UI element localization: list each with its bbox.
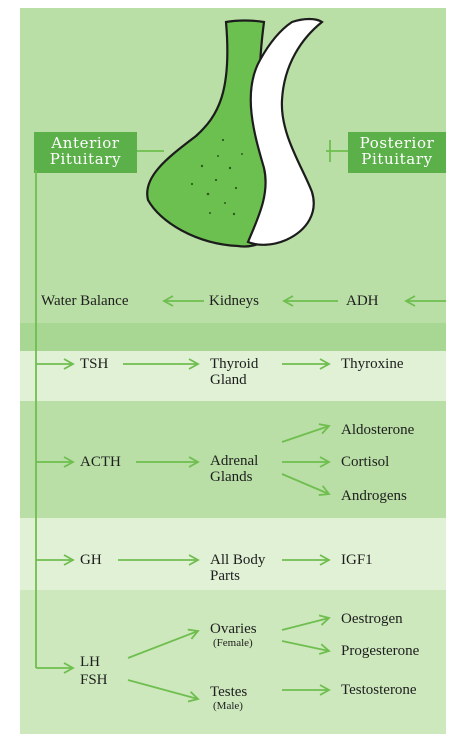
oestrogen-label: Oestrogen [341, 611, 403, 627]
all-body-parts-line1: All Body [210, 552, 265, 568]
thyroxine-label: Thyroxine [341, 356, 403, 372]
kidneys-label: Kidneys [209, 293, 259, 309]
gh-label: GH [80, 552, 102, 568]
progesterone-label: Progesterone [341, 643, 419, 659]
testes-note: (Male) [213, 700, 243, 712]
aldosterone-label: Aldosterone [341, 422, 414, 438]
androgens-label: Androgens [341, 488, 407, 504]
adh-label: ADH [346, 293, 379, 309]
thyroid-gland-line2: Gland [210, 372, 247, 388]
adrenal-glands-line1: Adrenal [210, 453, 258, 469]
testes-label: Testes [210, 684, 247, 700]
lh-label: LH [80, 654, 100, 670]
ovaries-label: Ovaries [210, 621, 257, 637]
adrenal-glands-line2: Glands [210, 469, 253, 485]
all-body-parts-line2: Parts [210, 568, 240, 584]
testosterone-label: Testosterone [341, 682, 417, 698]
igf1-label: IGF1 [341, 552, 373, 568]
cortisol-label: Cortisol [341, 454, 389, 470]
ovaries-note: (Female) [213, 637, 253, 649]
thyroid-gland-line1: Thyroid [210, 356, 258, 372]
acth-label: ACTH [80, 454, 121, 470]
tsh-label: TSH [80, 356, 108, 372]
water-balance-label: Water Balance [41, 293, 129, 309]
diagram-panel: Anterior Pituitary Posterior Pituitary [20, 8, 446, 734]
fsh-label: FSH [80, 672, 108, 688]
pituitary-gland-icon [147, 19, 322, 247]
